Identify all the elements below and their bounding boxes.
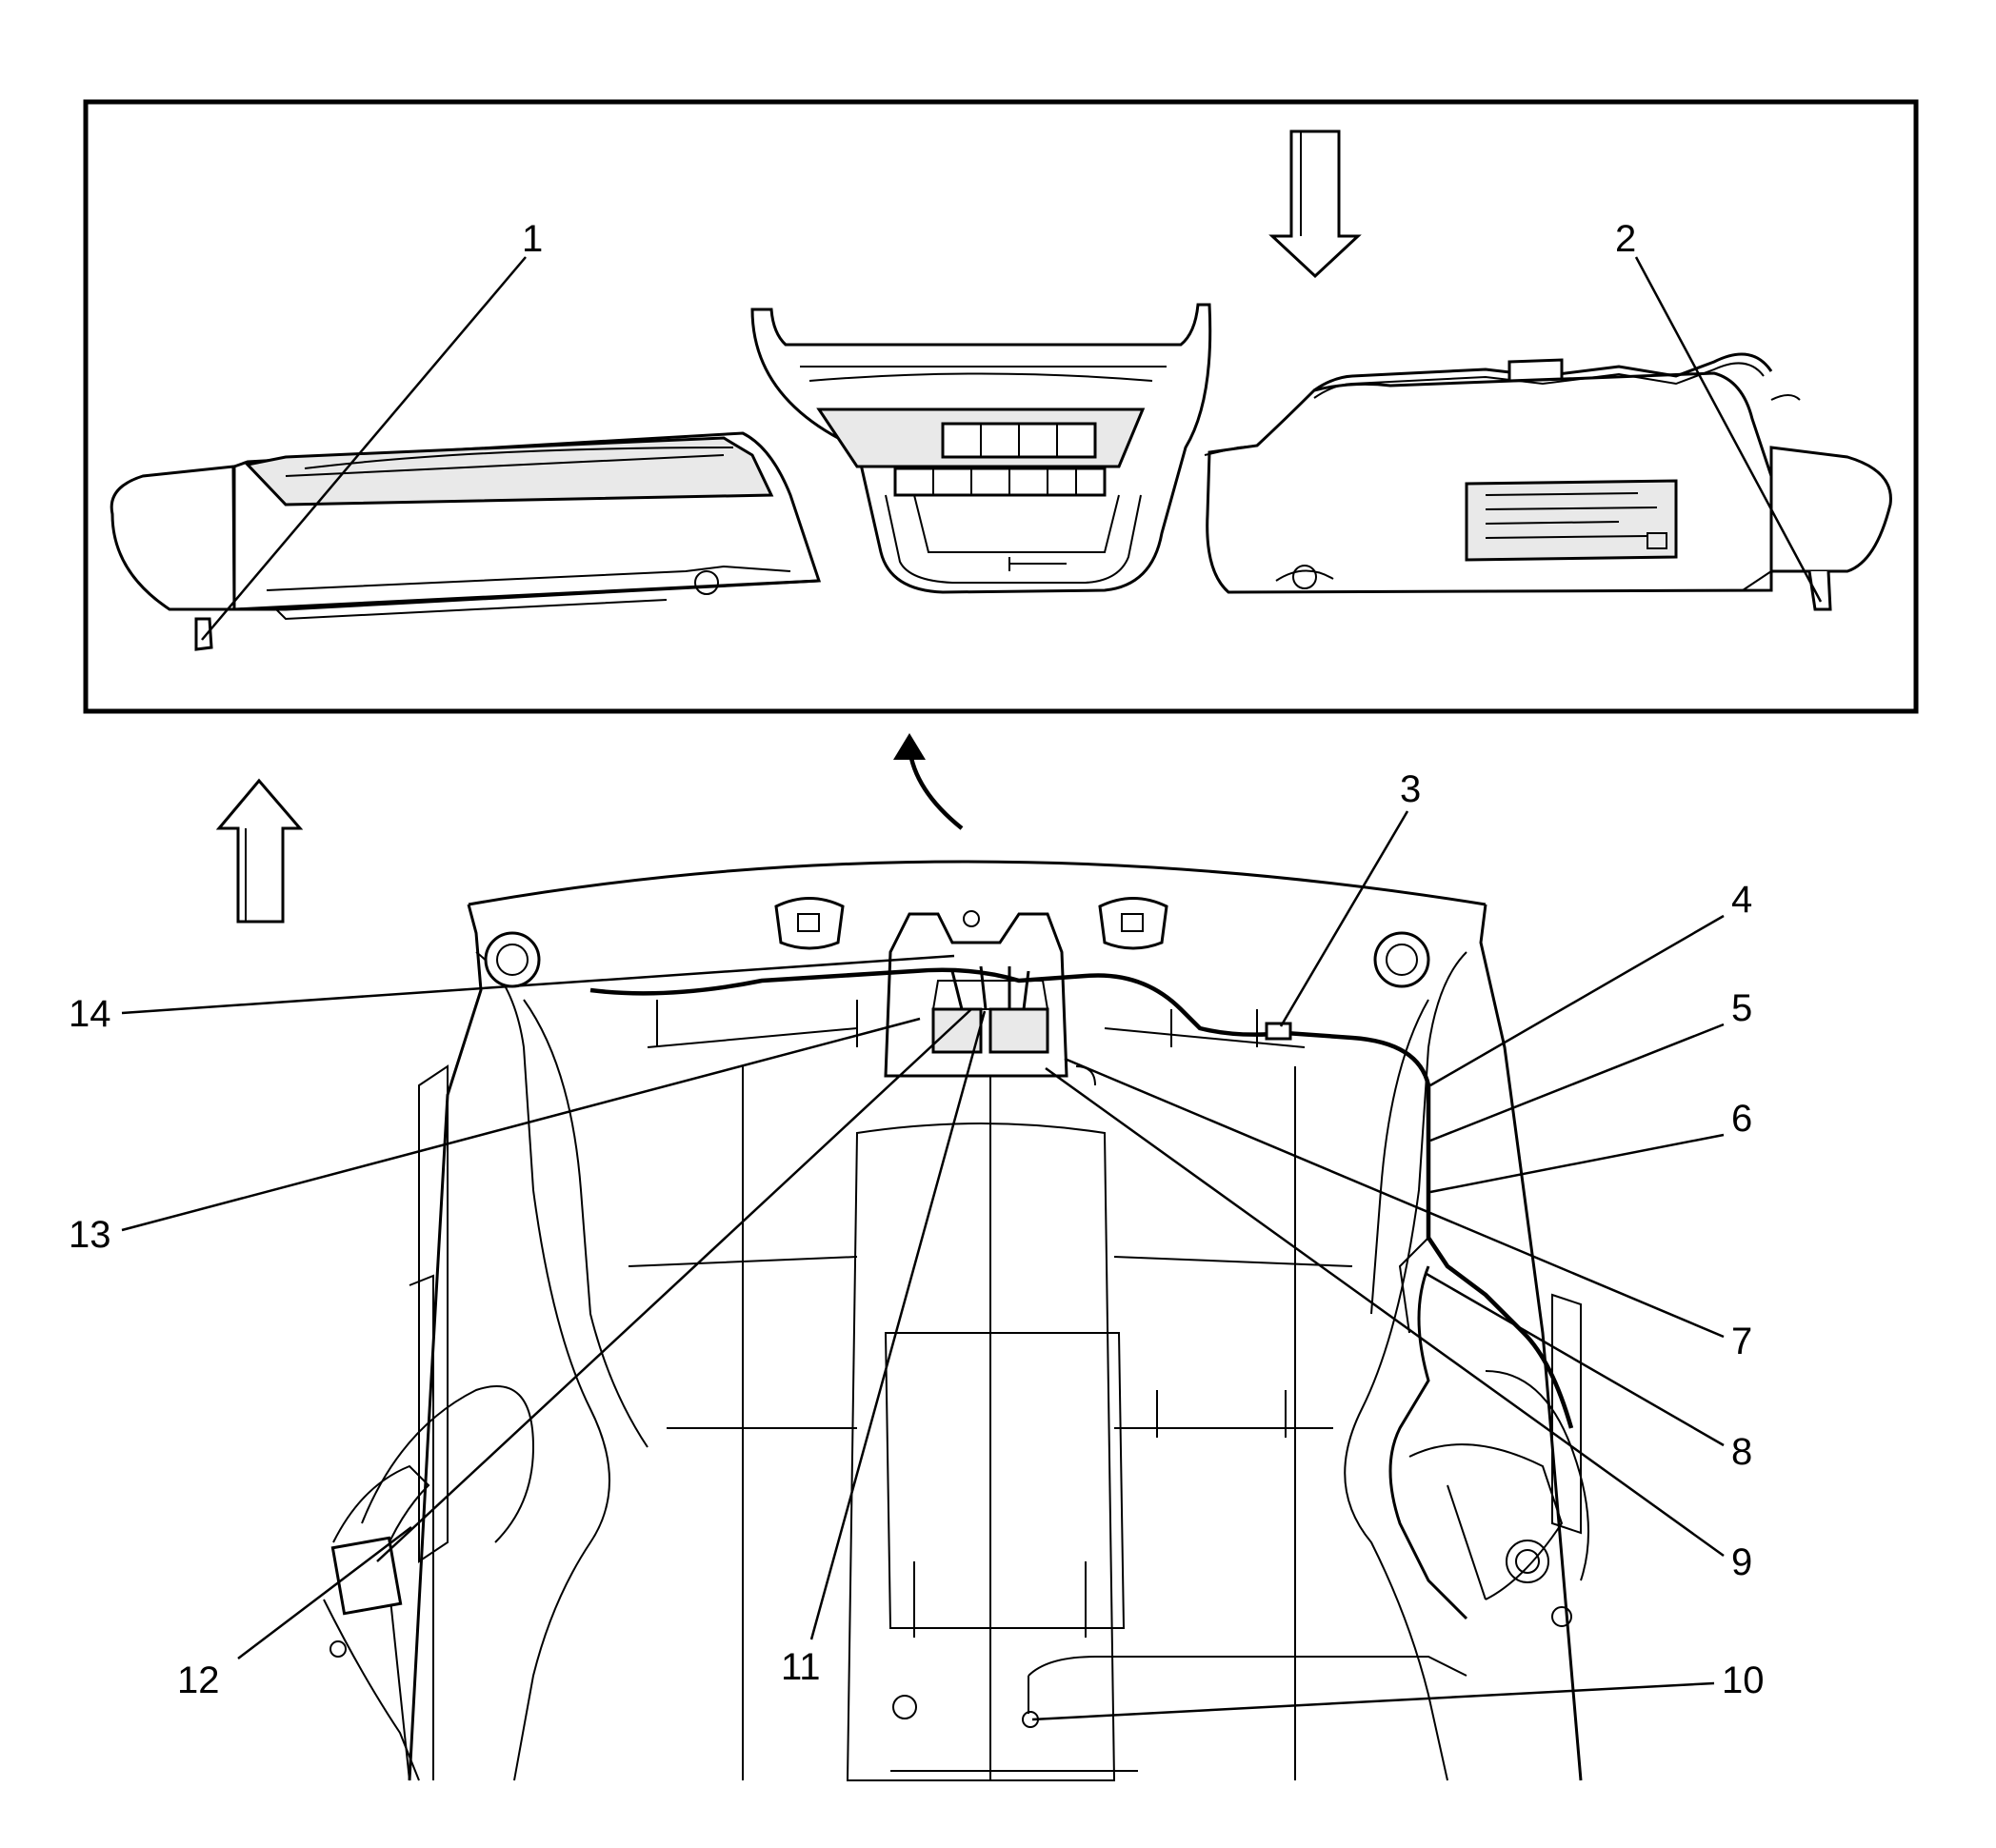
leader-13 bbox=[121, 1017, 921, 1232]
callout-12: 12 bbox=[177, 1659, 220, 1701]
callout-11: 11 bbox=[781, 1646, 821, 1688]
callout-6: 6 bbox=[1731, 1098, 1752, 1140]
down-arrow-icon bbox=[1268, 129, 1362, 279]
leader-12b bbox=[376, 1008, 972, 1562]
up-arrow-icon bbox=[215, 778, 304, 924]
leader-3 bbox=[1279, 810, 1409, 1027]
callout-8: 8 bbox=[1731, 1431, 1752, 1473]
callout-13: 13 bbox=[69, 1214, 111, 1256]
callout-2: 2 bbox=[1615, 218, 1636, 260]
leader-10 bbox=[1031, 1681, 1715, 1721]
leader-12 bbox=[237, 1526, 412, 1659]
detail-inset: 1 2 bbox=[83, 99, 1919, 714]
leader-8 bbox=[1426, 1272, 1725, 1447]
leader-14 bbox=[121, 954, 955, 1015]
leader-5 bbox=[1429, 1023, 1725, 1143]
center-overhead-console bbox=[750, 303, 1212, 594]
callout-10: 10 bbox=[1722, 1659, 1765, 1701]
leader-6 bbox=[1429, 1133, 1725, 1194]
wiring-harness bbox=[589, 967, 1574, 1429]
callout-1: 1 bbox=[522, 218, 543, 260]
leader-1 bbox=[201, 256, 527, 641]
headliner-view: 3 4 5 6 7 8 9 10 11 12 13 14 bbox=[69, 733, 1765, 1781]
leader-9 bbox=[1045, 1066, 1725, 1558]
leader-2 bbox=[1634, 256, 1823, 603]
leader-4 bbox=[1429, 914, 1725, 1087]
callout-7: 7 bbox=[1731, 1321, 1752, 1362]
callout-3: 3 bbox=[1400, 768, 1421, 810]
leader-11 bbox=[809, 1010, 987, 1640]
right-console-assembly bbox=[1204, 352, 1892, 611]
callout-14: 14 bbox=[69, 993, 111, 1035]
leader-7 bbox=[1064, 1057, 1725, 1339]
left-console-assembly bbox=[110, 431, 822, 651]
callout-9: 9 bbox=[1731, 1541, 1752, 1583]
callout-4: 4 bbox=[1731, 879, 1752, 921]
callout-5: 5 bbox=[1731, 987, 1752, 1029]
